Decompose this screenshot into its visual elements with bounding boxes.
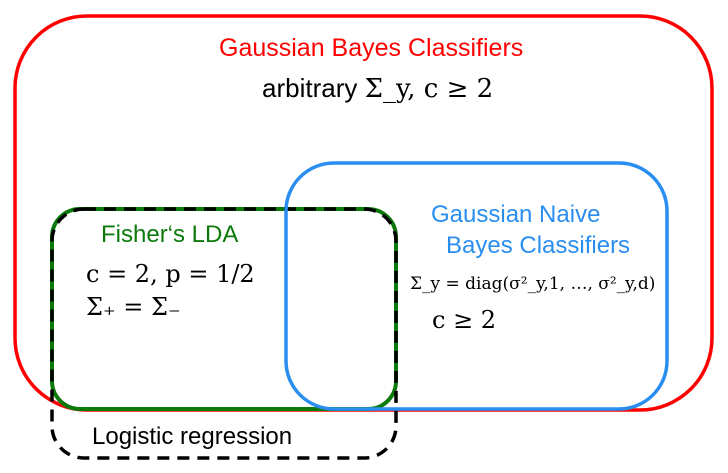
fisher-lda-title: Fisher‘s LDA (101, 221, 239, 248)
gaussian-bayes-condition-math: Σ_y, c ≥ 2 (364, 74, 494, 104)
logistic-regression-region (50, 207, 398, 460)
fisher-lda-condition-line2: Σ₊ = Σ₋ (86, 293, 181, 321)
gaussian-bayes-condition-prefix: arbitrary (262, 73, 358, 103)
naive-bayes-title-line2: Bayes Classifiers (446, 232, 631, 259)
naive-bayes-region (284, 161, 669, 411)
naive-bayes-condition-line2: c ≥ 2 (432, 306, 497, 334)
naive-bayes-title-line1: Gaussian Naive (431, 201, 601, 228)
gaussian-bayes-condition: arbitrary Σ_y, c ≥ 2 (262, 75, 493, 102)
fisher-lda-condition-line1: c = 2, p = 1/2 (86, 260, 255, 288)
gaussian-bayes-title: Gaussian Bayes Classifiers (219, 34, 524, 62)
naive-bayes-condition-line1: Σ_y = diag(σ²_y,1, …, σ²_y,d) (410, 274, 656, 294)
logistic-regression-title: Logistic regression (92, 423, 293, 450)
